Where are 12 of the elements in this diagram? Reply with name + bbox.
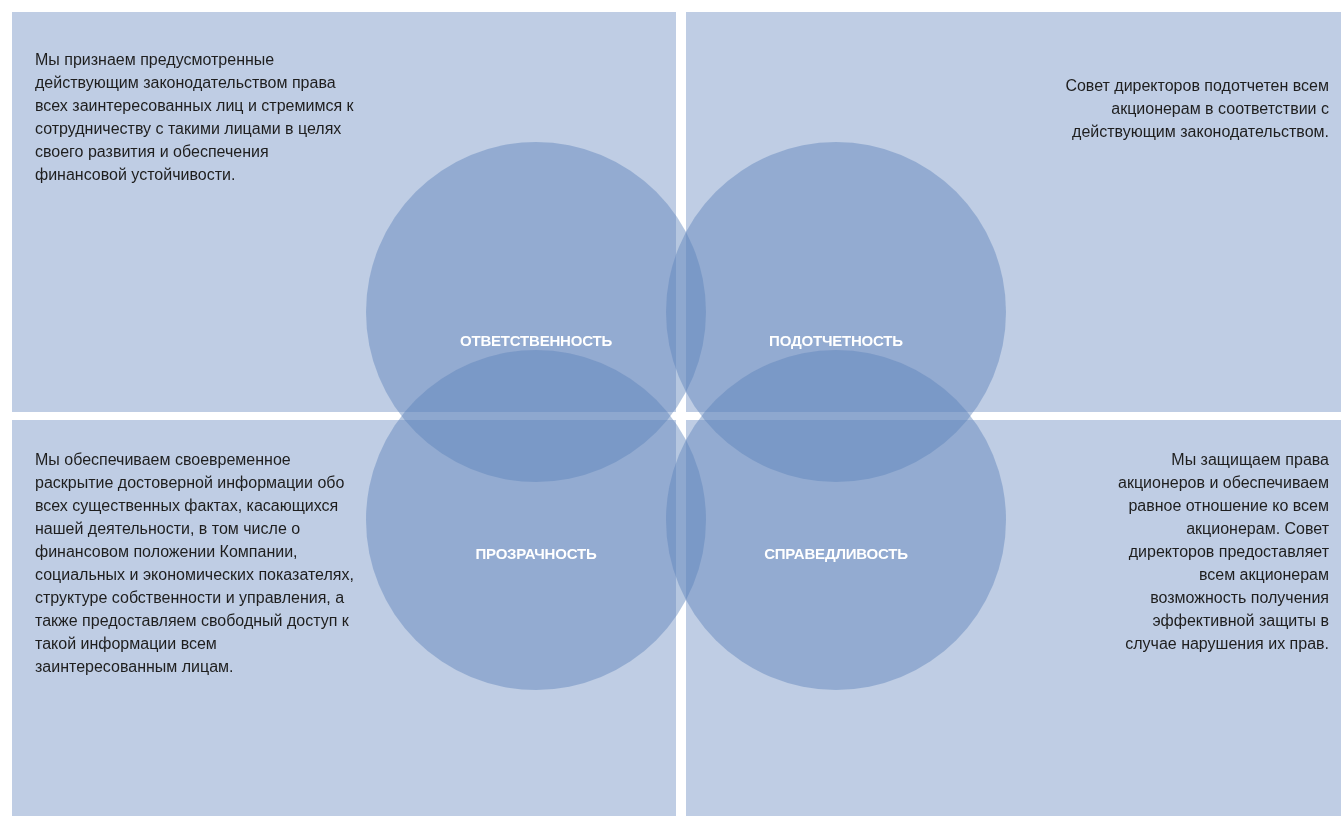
circle-label: ОТВЕТСТВЕННОСТЬ bbox=[460, 332, 612, 349]
paragraph-text: Мы признаем предусмотренные действующим законодательством права всех заинтересованных лиц и стремимся к сотрудничеству с такими лицами в целях своего развития и обеспечения финансовой устойчивости. bbox=[35, 50, 355, 185]
circle-label: ПОДОТЧЕТНОСТЬ bbox=[769, 332, 903, 349]
quadrant-panel bbox=[12, 12, 676, 412]
quadrant-panel bbox=[686, 12, 1341, 412]
quadrant-panel bbox=[686, 420, 1341, 816]
paragraph-text: Совет директоров подотчетен всем акционерам в соответствии с действующим законодательством. bbox=[1064, 76, 1329, 142]
circle-label: ПРОЗРАЧНОСТЬ bbox=[475, 545, 597, 562]
quadrant-panel bbox=[12, 420, 676, 816]
circle-label: СПРАВЕДЛИВОСТЬ bbox=[764, 545, 908, 562]
paragraph-text: Мы обеспечиваем своевременное раскрытие достоверной информации обо всех существенных фактах, касающихся нашей деятельности, в том числе о финансовом положении Компании, социальных и экономических показателях, структуре собственности и управления, а также предоставляем свободный доступ к такой информации всем заинтересованным лицам. bbox=[35, 450, 355, 677]
paragraph-text: Мы защищаем права акционеров и обеспечиваем равное отношение ко всем акционерам. Совет директоров предоставляет всем акционерам возможность получения эффективной защиты в случае нарушения их прав. bbox=[1117, 450, 1329, 654]
